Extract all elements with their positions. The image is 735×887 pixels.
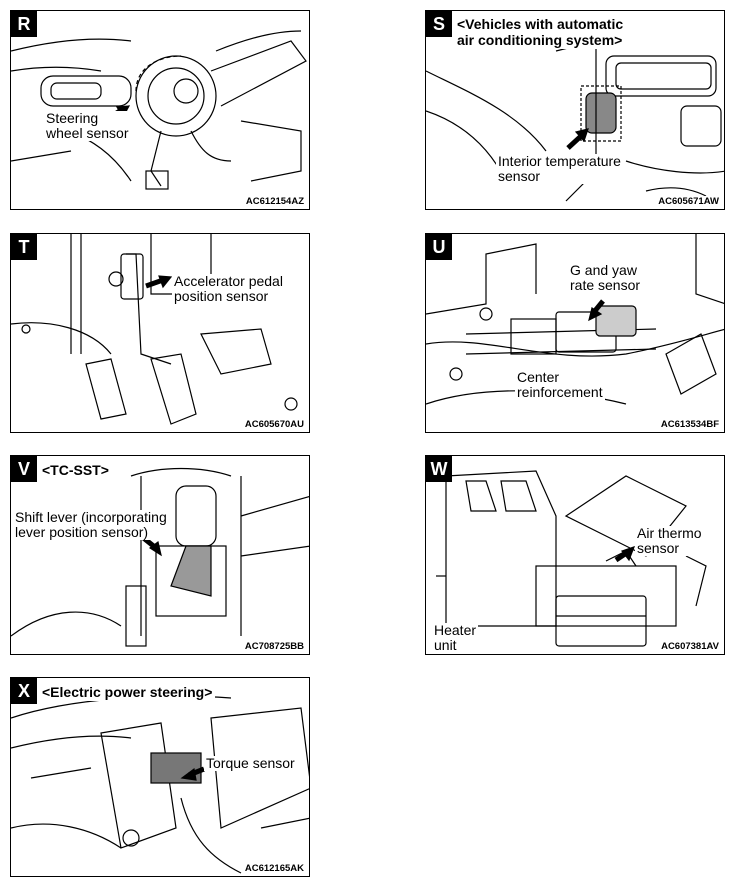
panel-letter: W (426, 456, 452, 482)
steering-gear-illustration (11, 695, 309, 874)
figure-code: AC605671AW (656, 196, 721, 207)
center-reinforcement-illustration (426, 234, 724, 405)
panel-header: <Electric power steering> (39, 683, 216, 701)
panel-letter: T (11, 234, 37, 260)
figure-code: AC613534BF (658, 419, 721, 430)
panel-letter: X (11, 678, 37, 704)
heater-unit-illustration (436, 470, 707, 647)
panel-letter: U (426, 234, 452, 260)
shift-lever-illustration (11, 467, 309, 647)
figure-code: AC612154AZ (243, 196, 306, 207)
figure-code: AC607381AV (659, 641, 721, 652)
panel-header: <TC-SST> (39, 461, 112, 479)
dashboard-illustration (426, 40, 724, 202)
panel-letter: V (11, 456, 37, 482)
figure-code: AC605670AU (242, 419, 306, 430)
sensor-label: Torque sensor (204, 755, 297, 771)
pedal-illustration (11, 234, 298, 425)
panel-letter: R (11, 11, 37, 37)
panel-letter: S (426, 11, 452, 37)
figure-code: AC708725BB (242, 641, 306, 652)
panel-x: X <Electric power steering> Torque senso… (10, 677, 310, 877)
figure-code: AC612165AK (242, 863, 306, 874)
